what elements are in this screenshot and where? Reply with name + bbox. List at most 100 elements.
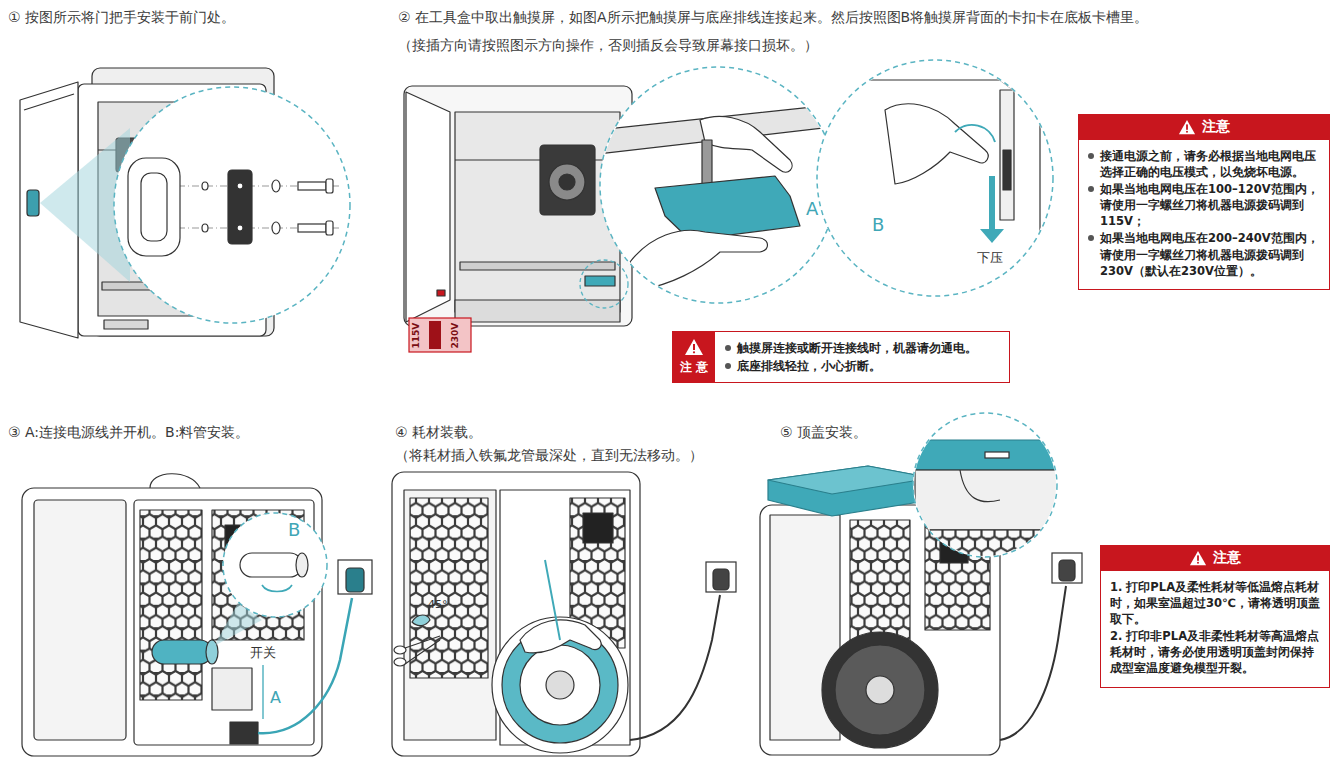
handle-exploded-part [237,225,243,231]
power-cable [1000,586,1066,740]
printer-back-figure-part [546,671,574,699]
printer-back-figure [392,472,640,756]
warning-item: 如果当地电网电压在100–120V范围内，请使用一字螺丝刀将机器电源拨码调到11… [1088,181,1320,229]
screen-clip-detail-part [1000,90,1014,220]
step-instruction: ② 在工具盒中取出触摸屏，如图A所示把触摸屏与底座排线连接起来。然后按照图B将触… [398,9,1148,27]
printer-figure-part [455,300,620,322]
wall-outlet-part [713,569,729,590]
warning-heading: 注 意 [680,359,708,376]
printer-figure-part [24,94,74,110]
printer-back-figure-part [410,498,488,678]
wall-outlet [1052,553,1082,583]
warning-heading: 注意 [1202,118,1230,136]
warning-text: 触摸屏连接或断开连接线时，机器请勿通电。 [737,340,999,356]
step-note: （将耗材插入铁氟龙管最深处，直到无法移动。） [395,447,703,465]
bullet-dot [1088,235,1094,241]
voltage-switch [409,318,471,352]
voltage-switch-part [409,318,471,352]
printer-back-figure-part [583,513,613,543]
warning-item: 1. 打印PLA及柔性耗材等低温熔点耗材时，如果室温超过30℃，请将透明顶盖取下… [1110,579,1320,627]
warning-header: 注意 [1100,545,1330,571]
zoom-circle [600,67,836,303]
warning-item: 底座排线轻拉，小心折断。 [725,358,999,374]
warning-icon [1189,550,1207,566]
wall-outlet-part [1059,560,1075,581]
printer-back-figure-part [150,474,200,488]
warning-mark [1197,555,1199,560]
step-instruction: ③ A:连接电源线并开机。B:料管安装。 [8,424,249,442]
printer-back-figure-part [822,632,938,748]
power-cable [258,598,352,733]
warning-header: 注 意 [673,332,715,382]
bullet-dot [1088,186,1094,192]
warning-item: 2. 打印非PLA及非柔性耗材等高温熔点耗材时，请务必使用透明顶盖封闭保持成型室… [1110,628,1320,676]
top-lid [768,466,932,516]
printer-figure-part [549,164,585,200]
handle-exploded-part [237,183,243,189]
zoom-circle [580,260,628,308]
warning-body: 1. 打印PLA及柔性耗材等低温熔点耗材时，如果室温超过30℃，请将透明顶盖取下… [1100,571,1330,688]
printer-figure-part [27,190,39,216]
step-instruction: ⑤ 顶盖安装。 [780,424,867,442]
screen-connect-detail-part [630,230,768,290]
screen-clip-detail-part [955,125,995,142]
top-lid-part [768,466,932,494]
step-note: （接插方向请按照图示方向操作，否则插反会导致屏幕接口损坏。） [398,37,818,55]
wall-outlet [706,562,736,592]
warning-mark [1186,124,1188,129]
screen-connect-detail-part [655,176,800,240]
printer-back-figure-part [545,560,560,640]
zoom-circle [114,87,350,323]
handle-exploded-part [298,182,326,190]
lid-detail-part [930,530,1050,570]
warning-triangle [1179,120,1195,134]
leader-line [262,665,263,719]
printer-figure-part [406,92,450,322]
handle-exploded-part [272,180,280,192]
scissors-icon-part [412,615,430,626]
warning-body: 触摸屏连接或断开连接线时，机器请勿通电。底座排线轻拉，小心折断。 [715,332,1009,382]
screen-connect-detail-part [700,116,792,172]
tube-detail [240,553,308,592]
callout-letter: B [872,214,884,237]
printer-back-figure-part [140,510,202,700]
voltage-switch-part [429,321,441,349]
screen-clip-detail-part [1003,150,1011,190]
printer-back-figure-part [866,676,894,704]
lid-detail-part [960,470,1000,502]
part-label: 开关 [250,645,276,661]
handle-exploded-part [202,182,208,190]
printer-back-figure-part [520,645,600,725]
warning-text: 1. 打印PLA及柔性耗材等低温熔点耗材时，如果室温超过30℃，请将透明顶盖取下… [1110,579,1320,627]
bullet-dot [725,345,731,351]
printer-back-figure-part [835,645,925,735]
handle-exploded-part [326,221,333,235]
warning-item: 如果当地电网电压在200–240V范围内，请使用一字螺丝刀将机器电源拨码调到23… [1088,230,1320,278]
printer-figure-part [104,320,148,329]
printer-figure-part [455,112,620,312]
action-label: 下压 [977,250,1003,266]
top-lid-part [768,466,932,516]
step-instruction: ④ 耗材装载。 [395,424,482,442]
handle-exploded-part [141,173,167,241]
tube-detail-part [240,553,302,577]
printer-back-figure-part [520,620,601,653]
callout-letter: B [288,519,300,542]
printer-figure-part [404,86,632,326]
zoom-circle [817,60,1053,296]
warning-triangle [1190,551,1206,565]
screen-clip-detail-part [989,176,995,230]
screen-connect-detail [598,104,840,290]
warning-triangle [685,339,703,355]
lid-detail-part [915,440,1060,470]
handle-exploded-part [228,170,252,244]
bullet-dot [1088,153,1094,159]
voltage-label: 115V [411,322,422,348]
printer-back-figure-part [404,490,496,740]
printer-figure-part [437,290,445,296]
power-cable [630,595,720,740]
printer-back-figure-part [392,472,640,756]
handle-exploded-part [272,222,280,234]
warning-mark [693,344,695,350]
scissors-icon-part [394,646,406,654]
